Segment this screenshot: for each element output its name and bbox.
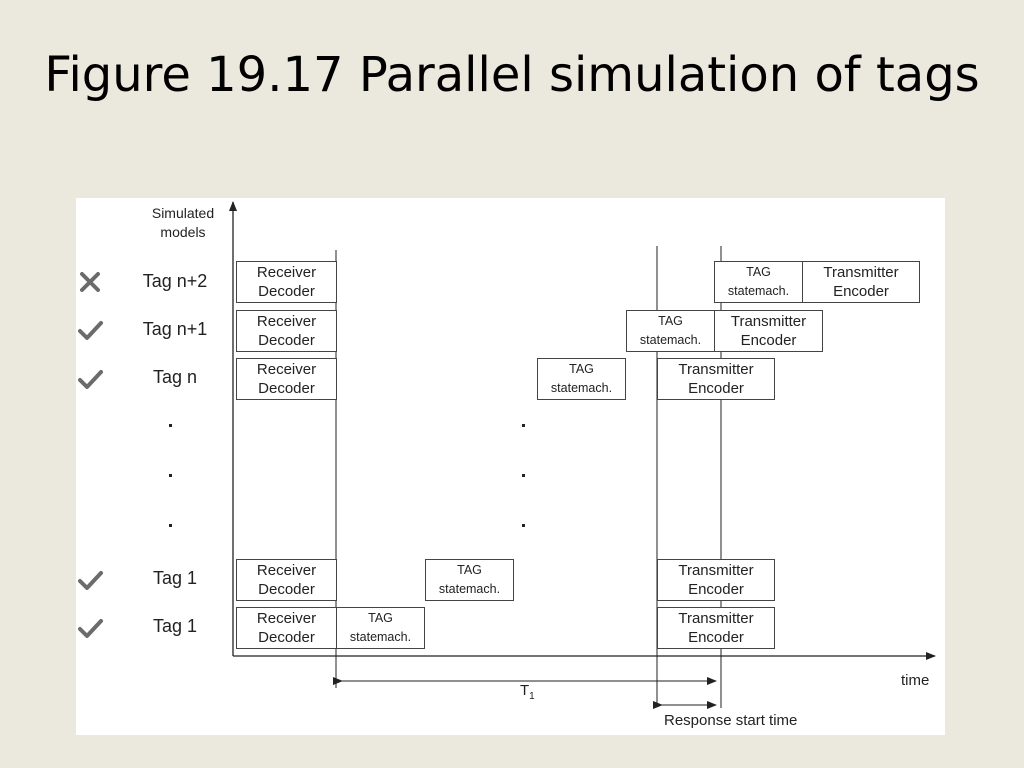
ellipsis-dot bbox=[522, 474, 525, 477]
y-axis-label: Simulated models bbox=[151, 205, 215, 240]
x-icon bbox=[80, 272, 100, 292]
row-label: Tag n+2 bbox=[142, 271, 208, 291]
x-axis-label: time bbox=[901, 672, 930, 689]
ellipsis-dot bbox=[522, 524, 525, 527]
check-icon bbox=[78, 321, 103, 340]
check-icon bbox=[78, 370, 103, 389]
check-icon bbox=[78, 619, 103, 638]
ellipsis-dot bbox=[169, 474, 172, 477]
row-label: Tag 1 bbox=[152, 568, 198, 588]
row-label: Tag 1 bbox=[152, 616, 198, 636]
check-icon bbox=[78, 571, 103, 590]
row-label: Tag n bbox=[152, 367, 198, 387]
ellipsis-dot bbox=[169, 524, 172, 527]
row-label: Tag n+1 bbox=[142, 319, 208, 339]
slide-title: Figure 19.17 Parallel simulation of tags bbox=[44, 47, 980, 103]
response-start-label: Response start time bbox=[664, 712, 798, 729]
t1-label: T1 bbox=[520, 682, 535, 702]
ellipsis-dot bbox=[169, 424, 172, 427]
ellipsis-dot bbox=[522, 424, 525, 427]
